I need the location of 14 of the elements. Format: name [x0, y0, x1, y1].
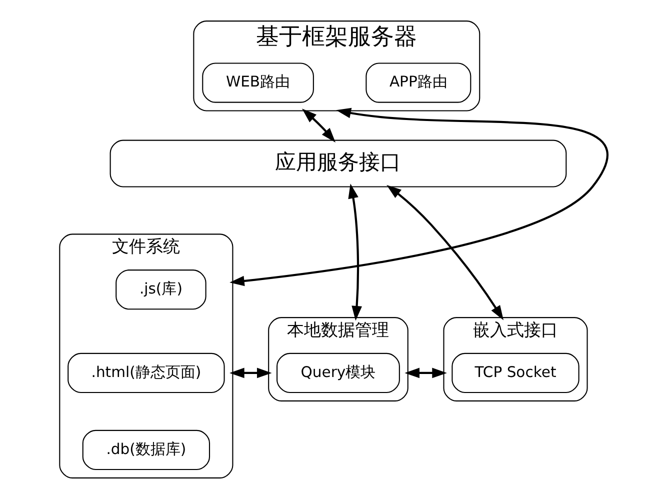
node-box: Query模块 — [276, 352, 400, 393]
node-box: .js(库) — [116, 270, 206, 310]
arrow — [386, 184, 504, 320]
node-box: .html(静态页面) — [68, 352, 225, 393]
arrow — [348, 184, 362, 321]
arrow — [230, 108, 608, 286]
node-box: .db(数据库) — [82, 430, 210, 470]
node-box: TCP Socket — [452, 352, 580, 393]
arrow — [404, 368, 447, 378]
arrow — [230, 368, 272, 378]
node-box: WEB路由 — [202, 62, 314, 103]
arrow — [302, 108, 336, 142]
node-box: 应用服务接口 — [110, 140, 567, 188]
node-box: APP路由 — [366, 62, 472, 103]
